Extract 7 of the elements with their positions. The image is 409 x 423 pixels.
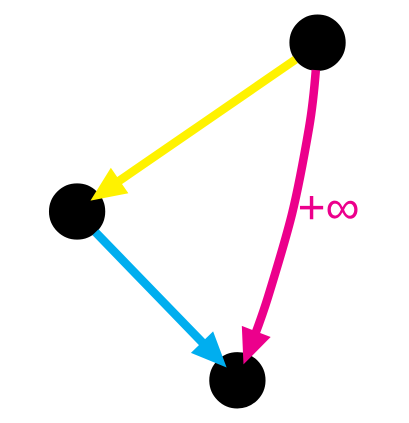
- arrow: [92, 229, 226, 368]
- arrow: [241, 70, 320, 364]
- node-circle: [288, 14, 346, 71]
- node-circle: [48, 183, 105, 240]
- edge-label: +∞: [297, 181, 360, 234]
- node-circle: [208, 352, 266, 408]
- arrow: [90, 56, 298, 201]
